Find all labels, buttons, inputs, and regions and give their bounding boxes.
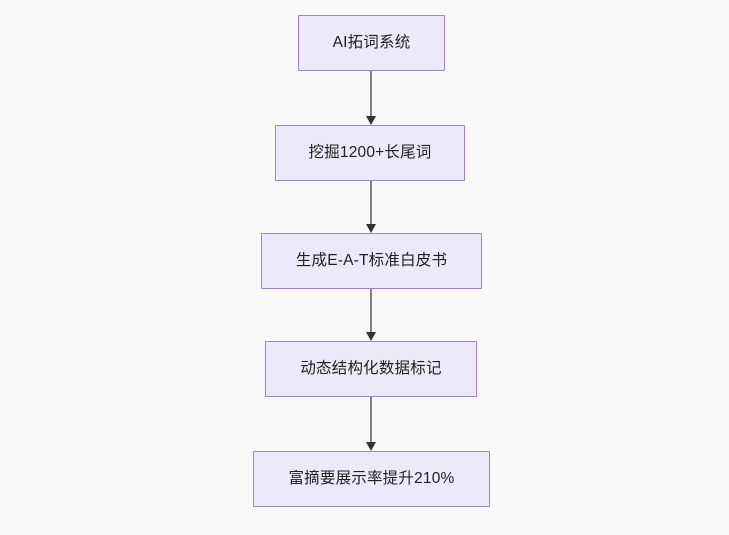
flow-node-structured-data-markup[interactable]: 动态结构化数据标记 [265, 341, 477, 397]
edge-n2-n3 [370, 181, 372, 224]
arrowhead-n1-n2 [366, 116, 376, 125]
flow-node-label: 动态结构化数据标记 [300, 360, 442, 378]
arrowhead-n2-n3 [366, 224, 376, 233]
flow-node-label: 富摘要展示率提升210% [288, 470, 455, 488]
flow-node-label: 生成E-A-T标准白皮书 [295, 252, 448, 270]
arrowhead-n3-n4 [366, 332, 376, 341]
flow-node-rich-snippet-result[interactable]: 富摘要展示率提升210% [253, 451, 490, 507]
arrowhead-n4-n5 [366, 442, 376, 451]
flow-node-label: AI拓词系统 [332, 34, 411, 52]
edge-n1-n2 [370, 71, 372, 116]
flow-node-eat-whitepaper[interactable]: 生成E-A-T标准白皮书 [261, 233, 482, 289]
flow-node-longtail-keywords[interactable]: 挖掘1200+长尾词 [275, 125, 465, 181]
edge-n4-n5 [370, 397, 372, 442]
edge-n3-n4 [370, 289, 372, 332]
flow-node-label: 挖掘1200+长尾词 [308, 144, 432, 162]
flow-node-ai-keyword-system[interactable]: AI拓词系统 [298, 15, 445, 71]
